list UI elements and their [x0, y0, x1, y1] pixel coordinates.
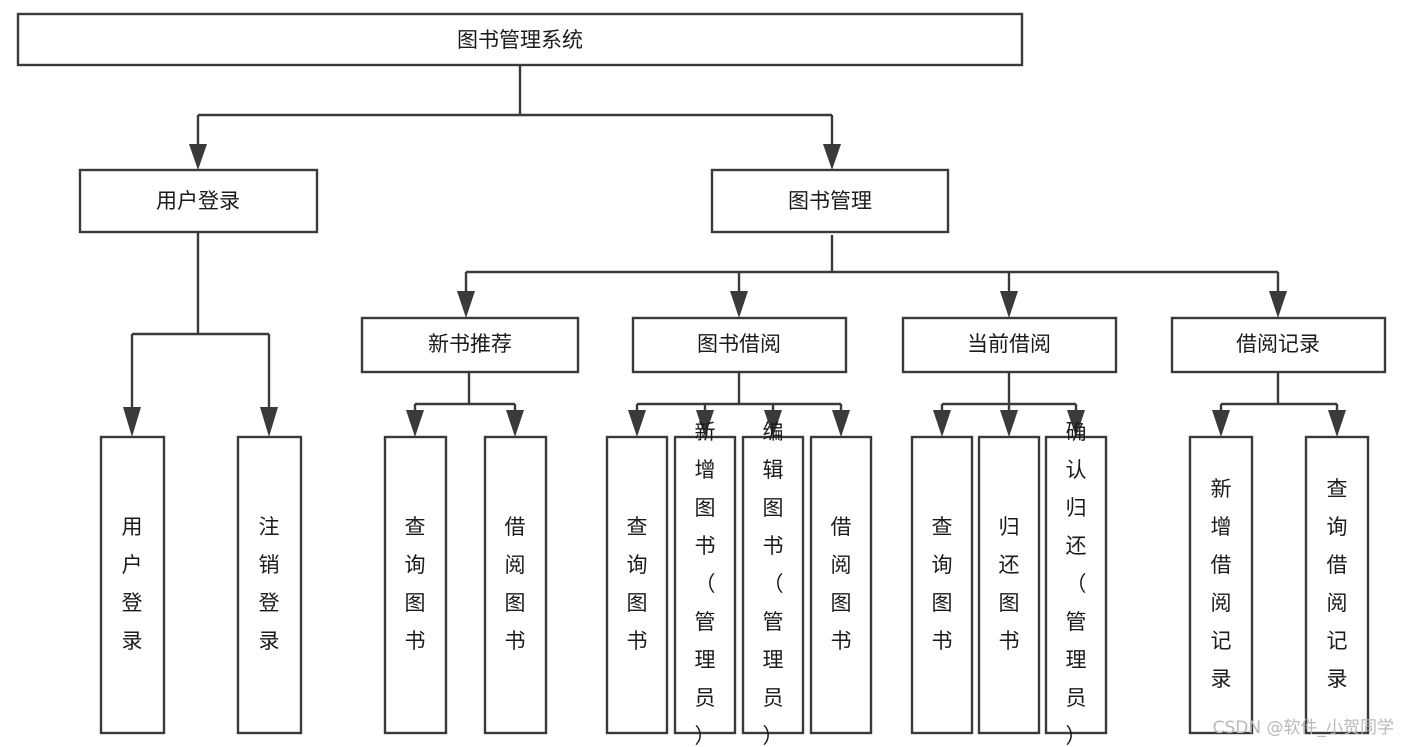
connector-group-current — [933, 372, 1085, 437]
node-leaf-4[interactable]: 借阅图书 — [483, 435, 548, 735]
node-leaf-7[interactable]: 编辑图书（管理员） — [741, 420, 805, 747]
node-record-box[interactable] — [1170, 316, 1387, 374]
node-leaf-3-box[interactable] — [383, 435, 448, 735]
node-leaf-1[interactable]: 用户登录 — [99, 435, 166, 735]
node-leaf-11-box[interactable] — [1044, 435, 1108, 735]
node-borrow-label: 图书借阅 — [697, 332, 781, 356]
node-leaf-13-box[interactable] — [1304, 435, 1370, 735]
arrow-bookmgmt-to-newbook — [457, 291, 475, 318]
arrow-borrow-to-leaf-6 — [696, 410, 714, 437]
node-login-box[interactable] — [78, 168, 319, 234]
arrow-bookmgmt-to-record — [1269, 291, 1287, 318]
node-leaf-12[interactable]: 新增借阅记录 — [1188, 435, 1254, 735]
node-leaf-2[interactable]: 注销登录 — [236, 435, 303, 735]
node-root-label: 图书管理系统 — [457, 28, 583, 52]
node-current-label: 当前借阅 — [967, 332, 1051, 356]
node-leaf-1-label: 用户登录 — [122, 515, 143, 653]
node-bookmgmt-label: 图书管理 — [788, 189, 872, 213]
node-borrow[interactable]: 图书借阅 — [631, 316, 848, 374]
node-leaf-13[interactable]: 查询借阅记录 — [1304, 435, 1370, 735]
node-leaf-6[interactable]: 新增图书（管理员） — [673, 420, 737, 747]
connector-group-borrow — [628, 372, 850, 437]
node-newbook-box[interactable] — [360, 316, 580, 374]
node-record[interactable]: 借阅记录 — [1170, 316, 1387, 374]
node-bookmgmt-box[interactable] — [710, 168, 950, 234]
node-newbook[interactable]: 新书推荐 — [360, 316, 580, 374]
node-leaf-4-label: 借阅图书 — [505, 515, 526, 653]
node-leaf-5-box[interactable] — [605, 435, 669, 735]
connector-group-bookmgmt — [457, 235, 1287, 318]
node-leaf-5[interactable]: 查询图书 — [605, 435, 669, 735]
node-leaf-12-label: 新增借阅记录 — [1211, 477, 1232, 691]
arrow-login-to-leaf-1 — [123, 407, 141, 437]
csdn-watermark: CSDN @软件_小贺同学 — [1213, 718, 1394, 738]
node-leaf-11[interactable]: 确认归还（管理员） — [1044, 420, 1108, 747]
node-leaf-7-box[interactable] — [741, 435, 805, 735]
arrow-bookmgmt-to-current — [1000, 291, 1018, 318]
node-newbook-label: 新书推荐 — [428, 332, 512, 356]
arrow-borrow-to-leaf-5 — [628, 410, 646, 437]
arrow-borrow-to-leaf-8 — [832, 410, 850, 437]
node-leaf-5-label: 查询图书 — [627, 515, 648, 653]
node-leaf-9[interactable]: 查询图书 — [910, 435, 974, 735]
node-login-label: 用户登录 — [156, 189, 240, 213]
arrow-record-to-leaf-12 — [1212, 410, 1230, 437]
node-leaf-6-box[interactable] — [673, 435, 737, 735]
node-leaf-9-box[interactable] — [910, 435, 974, 735]
arrow-current-to-leaf-10 — [1000, 410, 1018, 437]
node-leaf-3-label: 查询图书 — [405, 515, 426, 653]
node-borrow-box[interactable] — [631, 316, 848, 374]
node-leaf-3[interactable]: 查询图书 — [383, 435, 448, 735]
arrow-root-to-bookmgmt — [823, 144, 841, 170]
node-leaf-8-label: 借阅图书 — [831, 515, 852, 653]
node-record-label: 借阅记录 — [1236, 332, 1320, 356]
node-leaf-12-box[interactable] — [1188, 435, 1254, 735]
arrow-root-to-login — [189, 144, 207, 170]
connector-group-root — [189, 65, 841, 170]
arrow-newbook-to-leaf-3 — [406, 410, 424, 437]
node-leaf-2-box[interactable] — [236, 435, 303, 735]
node-leaf-9-label: 查询图书 — [932, 515, 953, 653]
node-root-box[interactable] — [16, 12, 1024, 67]
node-bookmgmt[interactable]: 图书管理 — [710, 168, 950, 234]
node-leaf-10[interactable]: 归还图书 — [977, 435, 1041, 735]
arrow-current-to-leaf-9 — [933, 410, 951, 437]
arrow-newbook-to-leaf-4 — [506, 410, 524, 437]
connector-group-login — [123, 232, 278, 437]
node-leaf-11-label: 确认归还（管理员） — [1066, 420, 1087, 747]
node-leaf-6-label: 新增图书（管理员） — [695, 420, 716, 747]
arrow-login-to-leaf-2 — [260, 407, 278, 437]
node-leaf-7-label: 编辑图书（管理员） — [763, 420, 784, 747]
node-leaf-13-label: 查询借阅记录 — [1327, 477, 1348, 691]
node-leaf-8[interactable]: 借阅图书 — [809, 435, 873, 735]
node-leaf-1-box[interactable] — [99, 435, 166, 735]
arrow-record-to-leaf-13 — [1328, 410, 1346, 437]
connector-group-newbook — [406, 372, 524, 437]
arrow-bookmgmt-to-borrow — [730, 291, 748, 318]
connector-group-record — [1212, 372, 1346, 437]
arrow-borrow-to-leaf-7 — [764, 410, 782, 437]
node-current-box[interactable] — [901, 316, 1118, 374]
node-root[interactable]: 图书管理系统 — [16, 12, 1024, 67]
node-leaf-8-box[interactable] — [809, 435, 873, 735]
node-leaf-4-box[interactable] — [483, 435, 548, 735]
node-login[interactable]: 用户登录 — [78, 168, 319, 234]
node-leaf-10-label: 归还图书 — [999, 515, 1020, 653]
arrow-current-to-leaf-11 — [1067, 410, 1085, 437]
node-current[interactable]: 当前借阅 — [901, 316, 1118, 374]
node-leaf-10-box[interactable] — [977, 435, 1041, 735]
node-leaf-2-label: 注销登录 — [259, 515, 280, 653]
